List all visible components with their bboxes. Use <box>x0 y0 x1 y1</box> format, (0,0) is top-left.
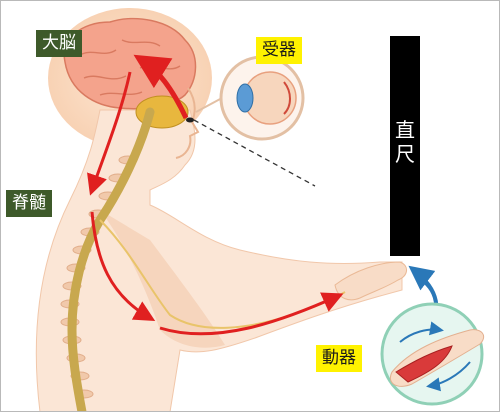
label-ruler: 直尺 <box>394 118 416 166</box>
label-spinal-cord: 脊髄 <box>6 190 52 217</box>
label-receptor: 受器 <box>256 37 302 64</box>
cornea <box>237 84 253 112</box>
label-brain: 大脳 <box>36 30 82 57</box>
label-effector: 動器 <box>316 345 362 372</box>
eye <box>186 118 194 123</box>
